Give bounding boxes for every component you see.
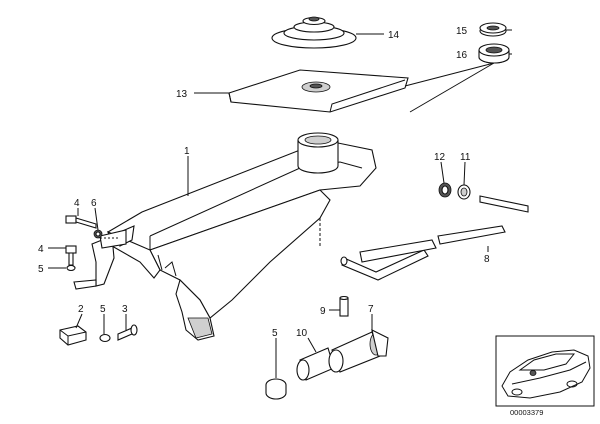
label-14[interactable]: 14 <box>388 30 400 41</box>
part-3-screw[interactable] <box>117 324 138 341</box>
part-10-bushing[interactable] <box>296 347 335 381</box>
part-7-bearing-sleeve[interactable] <box>328 328 389 373</box>
part-1-shift-console-housing[interactable] <box>107 132 377 341</box>
part-13-cover-plate[interactable] <box>228 69 409 113</box>
part-12-nut[interactable] <box>438 182 452 198</box>
part-9-pin[interactable] <box>339 295 349 317</box>
part-5-o-ring[interactable] <box>99 333 111 343</box>
leader-lines <box>48 29 512 378</box>
label-16[interactable]: 16 <box>456 50 468 61</box>
part-11-washer[interactable] <box>457 184 471 200</box>
label-10[interactable]: 10 <box>296 328 308 339</box>
part-15-ring[interactable] <box>479 22 507 37</box>
label-9[interactable]: 9 <box>320 306 326 317</box>
label-5-left[interactable]: 5 <box>38 264 44 275</box>
part-5-washer-lower[interactable] <box>66 264 76 272</box>
label-6-upper[interactable]: 6 <box>91 198 97 209</box>
part-2-rubber-block[interactable] <box>59 325 87 346</box>
part-16-bushing[interactable] <box>478 43 510 64</box>
label-12[interactable]: 12 <box>434 152 446 163</box>
part-14-rubber-boot[interactable] <box>271 16 357 49</box>
left-bracket[interactable] <box>73 229 127 290</box>
label-3[interactable]: 3 <box>122 304 128 315</box>
part-4-bolt-lower[interactable] <box>65 245 77 266</box>
part-6-cap[interactable] <box>265 378 287 400</box>
part-labels: 14 15 16 13 1 12 11 8 4 6 4 5 2 5 3 9 7 … <box>38 26 490 339</box>
label-2[interactable]: 2 <box>78 304 84 315</box>
label-15[interactable]: 15 <box>456 26 468 37</box>
label-8[interactable]: 8 <box>484 254 490 265</box>
label-7[interactable]: 7 <box>368 304 374 315</box>
label-1[interactable]: 1 <box>184 146 190 157</box>
label-13[interactable]: 13 <box>176 89 188 100</box>
part-6-nut[interactable] <box>93 229 103 239</box>
vehicle-location-thumbnail: 00003379 <box>495 335 595 417</box>
label-6-bottom[interactable]: 5 <box>272 328 278 339</box>
label-4-upper[interactable]: 4 <box>74 198 80 209</box>
label-4-lower[interactable]: 4 <box>38 244 44 255</box>
drawing-code: 00003379 <box>510 408 543 417</box>
label-5-bottom[interactable]: 5 <box>100 304 106 315</box>
part-8-shift-rod[interactable] <box>340 195 529 281</box>
label-11[interactable]: 11 <box>460 152 471 163</box>
part-4-bolt-upper[interactable] <box>65 215 97 229</box>
car-silhouette-icon <box>501 349 591 399</box>
